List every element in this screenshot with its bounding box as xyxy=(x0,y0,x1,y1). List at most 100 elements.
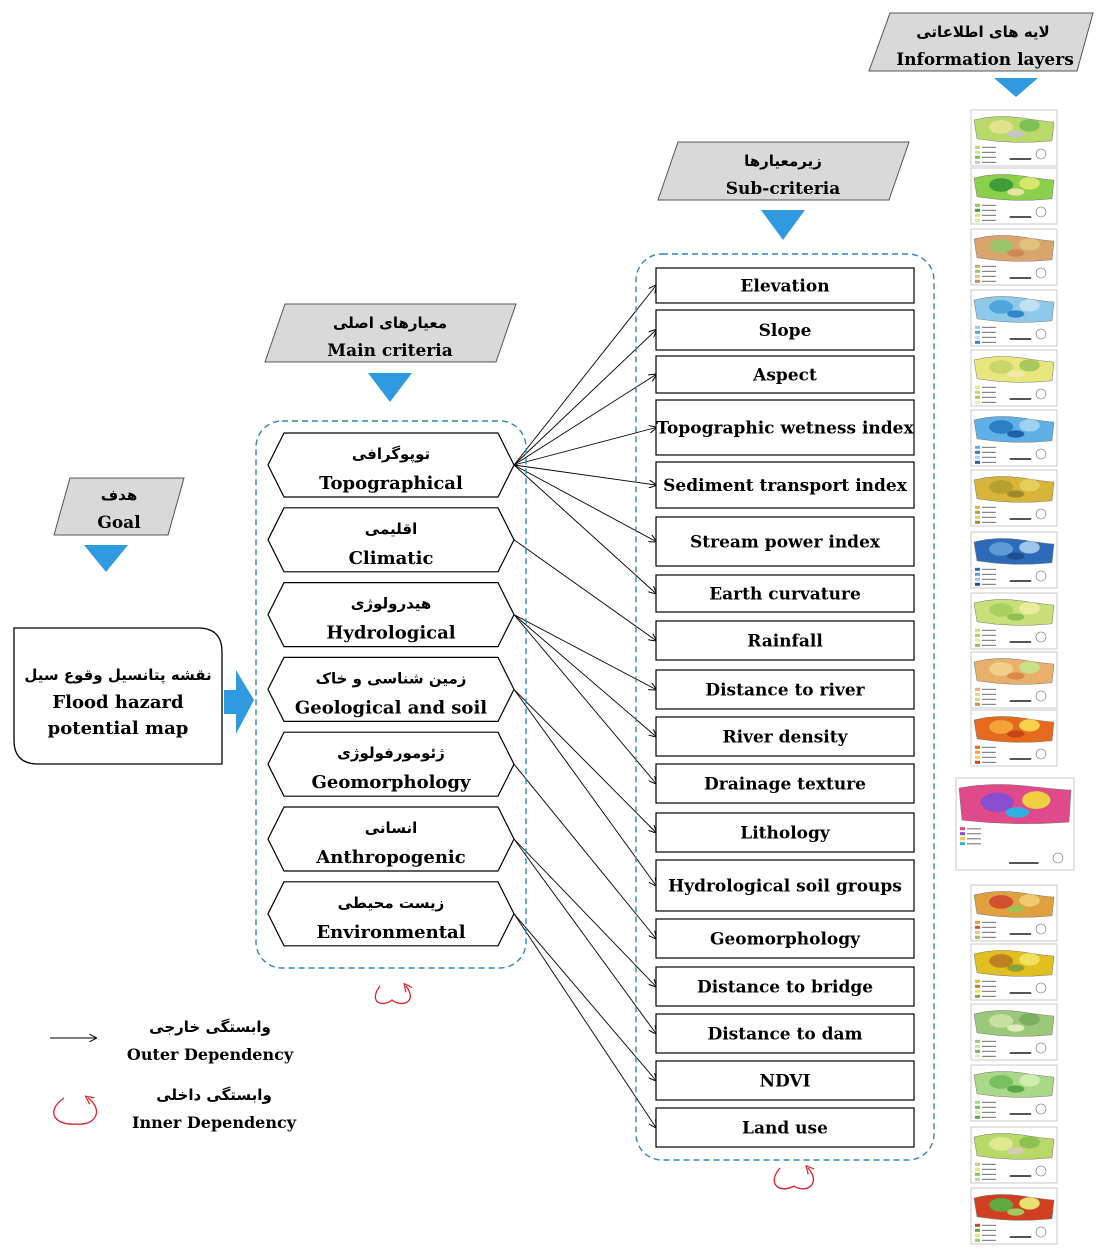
main-criterion-fa: انسانی xyxy=(365,819,417,837)
layer-map-thumbnail-12 xyxy=(955,777,1075,871)
sub-criterion-box xyxy=(655,267,915,304)
main-criterion-en: Geomorphology xyxy=(312,772,471,793)
sub-criterion-label: Elevation xyxy=(740,277,829,297)
outer-dependency-arrow-13 xyxy=(513,689,656,885)
sub-criterion-box xyxy=(655,574,915,613)
sub-criterion-label: Earth curvature xyxy=(709,585,861,605)
sub-tag-fa: زیرمعیارها xyxy=(744,152,822,170)
layer-map-thumbnail-16 xyxy=(970,1064,1058,1122)
sub-criterion-label: River density xyxy=(723,728,849,748)
sub-criterion-box xyxy=(655,918,915,959)
outer-dependency-arrow-12 xyxy=(513,689,656,832)
sub-criterion-11: Drainage texture xyxy=(655,763,915,804)
main-criterion-en: Hydrological xyxy=(326,623,455,644)
sub-criterion-8: Rainfall xyxy=(655,620,915,661)
goal-to-criteria-arrow xyxy=(224,670,254,734)
main-tag-fa: معیارهای اصلی xyxy=(333,314,447,332)
legend-inner-en: Inner Dependency xyxy=(132,1113,297,1132)
layer-map-thumbnail-10 xyxy=(970,651,1058,709)
sub-criterion-box xyxy=(655,399,915,456)
main-criteria-list: توپوگرافیTopographicalاقلیمیClimaticهیدر… xyxy=(267,432,515,947)
layers-tag-en: Information layers xyxy=(896,50,1074,70)
outer-dependency-arrow-2 xyxy=(513,330,656,466)
sub-criterion-18: Land use xyxy=(655,1107,915,1148)
sub-criterion-label: Drainage texture xyxy=(704,775,866,795)
sub-criterion-label: Rainfall xyxy=(747,632,823,652)
layer-map-thumbnail-1 xyxy=(970,109,1058,167)
information-layer-maps xyxy=(955,109,1075,1245)
sub-criterion-box xyxy=(655,461,915,509)
layer-map-thumbnail-9 xyxy=(970,592,1058,650)
sub-criterion-17: NDVI xyxy=(655,1060,915,1101)
goal-tag: هدف Goal xyxy=(53,477,185,572)
sub-criterion-3: Aspect xyxy=(655,355,915,394)
sub-criterion-16: Distance to dam xyxy=(655,1013,915,1054)
sub-criterion-box xyxy=(655,859,915,912)
sub-tag-en: Sub-criteria xyxy=(726,179,840,199)
inner-dependency-symbol xyxy=(53,1098,98,1125)
sub-criterion-label: NDVI xyxy=(759,1072,810,1092)
main-criterion-7: زیست محیطی Environmental xyxy=(267,881,515,947)
sub-criterion-box xyxy=(655,1107,915,1148)
layer-map-thumbnail-4 xyxy=(970,289,1058,347)
goal-tag-fa: هدف xyxy=(101,486,138,504)
layer-map-thumbnail-2 xyxy=(970,167,1058,225)
layer-map-thumbnail-18 xyxy=(970,1187,1058,1245)
sub-criterion-label: Hydrological soil groups xyxy=(668,877,902,897)
sub-criterion-5: Sediment transport index xyxy=(655,461,915,509)
legend-outer-en: Outer Dependency xyxy=(127,1045,294,1064)
main-criterion-fa: اقلیمی xyxy=(365,520,417,538)
goal-box: نقشه پتانسیل وقوع سیل Flood hazard poten… xyxy=(13,627,223,765)
sub-criterion-12: Lithology xyxy=(655,812,915,853)
main-criterion-hexagon xyxy=(267,731,515,797)
outer-dependency-arrow-4 xyxy=(513,428,656,466)
main-criterion-hexagon xyxy=(267,881,515,947)
outer-dependency-arrow-10 xyxy=(513,614,656,737)
sub-criterion-13: Hydrological soil groups xyxy=(655,859,915,912)
outer-dependency-arrow-8 xyxy=(513,539,656,641)
outer-dependency-arrow-18 xyxy=(513,913,656,1128)
main-tag-en: Main criteria xyxy=(327,341,452,361)
dependency-connectors xyxy=(513,286,656,1128)
main-criterion-3: هیدرولوژی Hydrological xyxy=(267,581,515,648)
goal-box-en-line1: Flood hazard xyxy=(52,692,184,713)
outer-dependency-arrow-7 xyxy=(513,464,656,594)
legend-inner-fa: وابستگی داخلی xyxy=(156,1086,272,1104)
outer-dependency-arrow-3 xyxy=(513,375,656,466)
main-criterion-hexagon xyxy=(267,432,515,498)
main-criteria-tag: معیارهای اصلی Main criteria xyxy=(264,303,517,402)
sub-criterion-box xyxy=(655,812,915,853)
goal-down-triangle xyxy=(84,545,128,572)
main-criterion-5: ژئومورفولوژی Geomorphology xyxy=(267,731,515,797)
main-criterion-fa: ژئومورفولوژی xyxy=(337,744,445,762)
layer-map-thumbnail-15 xyxy=(970,1003,1058,1061)
main-criterion-en: Environmental xyxy=(316,922,465,943)
sub-criterion-box xyxy=(655,309,915,351)
sub-criterion-14: Geomorphology xyxy=(655,918,915,959)
layer-map-thumbnail-6 xyxy=(970,409,1058,467)
sub-criterion-label: Land use xyxy=(742,1119,828,1139)
main-criterion-fa: زیست محیطی xyxy=(338,894,445,912)
sub-criterion-label: Distance to river xyxy=(705,681,865,701)
sub-criterion-box xyxy=(655,966,915,1007)
layer-map-thumbnail-13 xyxy=(970,884,1058,942)
outer-dependency-arrow-16 xyxy=(513,838,656,1034)
main-criterion-fa: هیدرولوژی xyxy=(351,595,432,613)
sub-criterion-9: Distance to river xyxy=(655,669,915,710)
layer-map-thumbnail-5 xyxy=(970,349,1058,407)
layer-map-thumbnail-14 xyxy=(970,943,1058,1001)
sub-criterion-label: Topographic wetness index xyxy=(656,419,914,439)
sub-criterion-4: Topographic wetness index xyxy=(655,399,915,456)
main-criterion-hexagon xyxy=(267,656,515,723)
main-criterion-en: Geological and soil xyxy=(295,697,487,718)
sub-criterion-6: Stream power index xyxy=(655,516,915,567)
layer-map-thumbnail-11 xyxy=(970,709,1058,767)
sub-criterion-label: Lithology xyxy=(740,824,831,844)
layers-down-triangle xyxy=(994,78,1038,97)
layers-tag-fa: لایه های اطلاعاتی xyxy=(916,23,1049,41)
goal-tag-en: Goal xyxy=(97,513,141,533)
legend-outer-fa: وابستگی خارجی xyxy=(149,1018,271,1036)
